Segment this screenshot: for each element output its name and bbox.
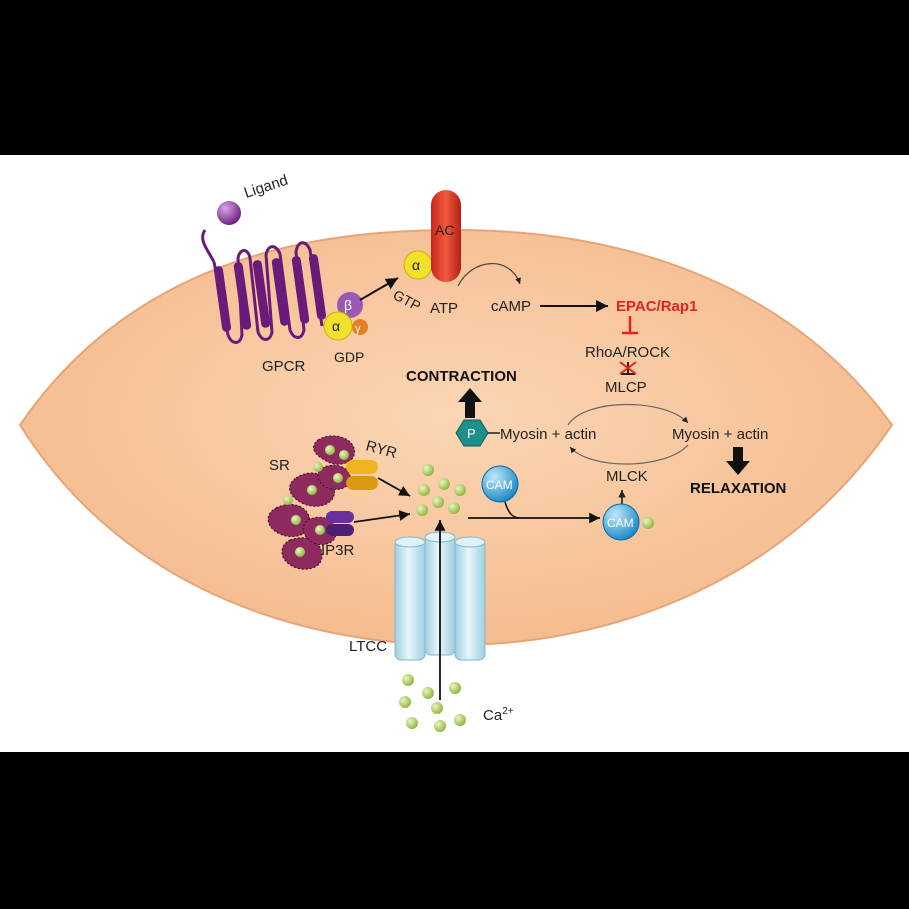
- g-alpha-label: α: [332, 318, 340, 334]
- g-gamma-subunit: [352, 319, 368, 335]
- mlck-phosphorylation-arc: [569, 444, 689, 465]
- ligand-molecule: [217, 201, 241, 225]
- calmodulin-bound: [602, 503, 640, 541]
- calcium-charge: 2+: [502, 706, 514, 717]
- rhoa-rock-label: RhoA/ROCK: [585, 344, 670, 361]
- g-beta-subunit: [337, 292, 363, 318]
- ac-label: AC: [435, 222, 454, 238]
- contraction-label: CONTRACTION: [406, 368, 517, 385]
- arrow-ip3r-release: [353, 510, 411, 523]
- myosin-actin-label: Myosin + actin: [672, 426, 768, 443]
- g-gamma-label: γ: [355, 323, 361, 335]
- adenylyl-cyclase: [431, 190, 461, 282]
- mlcp-label: MLCP: [605, 379, 647, 396]
- rhoa-block-cross-b: [619, 361, 637, 375]
- l-type-calcium-channel: [394, 531, 486, 661]
- g-beta-label: β: [344, 297, 352, 313]
- ip3r-label: IP3R: [321, 542, 355, 559]
- gpcr-helices: [213, 254, 327, 332]
- atp-label: ATP: [430, 300, 458, 317]
- calcium-label: Ca2+: [483, 706, 514, 724]
- gpcr-label: GPCR: [262, 358, 306, 375]
- camp-label: cAMP: [491, 298, 531, 315]
- ltcc-label: LTCC: [349, 638, 387, 655]
- ryanodine-receptor-lower: [346, 476, 378, 490]
- g-alpha-subunit: [323, 311, 353, 341]
- sr-label: SR: [269, 457, 290, 474]
- ryanodine-receptor: [346, 460, 378, 474]
- mlck-label: MLCK: [606, 468, 648, 485]
- phospho-label: P: [467, 426, 476, 441]
- epac-label: EPAC/Rap1: [616, 298, 697, 315]
- relaxation-label: RELAXATION: [690, 480, 786, 497]
- atp-to-camp-arrow: [457, 263, 521, 287]
- sr-calcium-stores: [283, 445, 349, 557]
- g-alpha-active-label: α: [412, 257, 420, 273]
- cam-binding-curve: [504, 501, 521, 519]
- extracellular-calcium: [399, 674, 466, 732]
- ip3-receptor-lower: [326, 524, 354, 536]
- arrow-gpcr-to-alpha: [359, 277, 399, 301]
- cell-membrane: [18, 228, 894, 647]
- gdp-label: GDP: [334, 349, 364, 365]
- cytosolic-calcium: [416, 464, 466, 516]
- cam-free-label: CAM: [486, 478, 513, 492]
- g-protein-trimer: β γ α: [323, 292, 368, 341]
- calmodulin-free: [481, 465, 519, 503]
- contraction-arrow: [458, 388, 482, 418]
- calcium-on-cam: [642, 517, 654, 529]
- cam-bound-label: CAM: [607, 516, 634, 530]
- relaxation-arrow: [726, 447, 750, 475]
- ip3-receptor: [326, 511, 354, 523]
- mlcp-dephosphorylation-arc: [567, 403, 689, 426]
- arrow-ryr-release: [377, 477, 411, 497]
- ligand-label: Ligand: [242, 172, 290, 202]
- myosin-actin-phospho-label: Myosin + actin: [500, 426, 596, 443]
